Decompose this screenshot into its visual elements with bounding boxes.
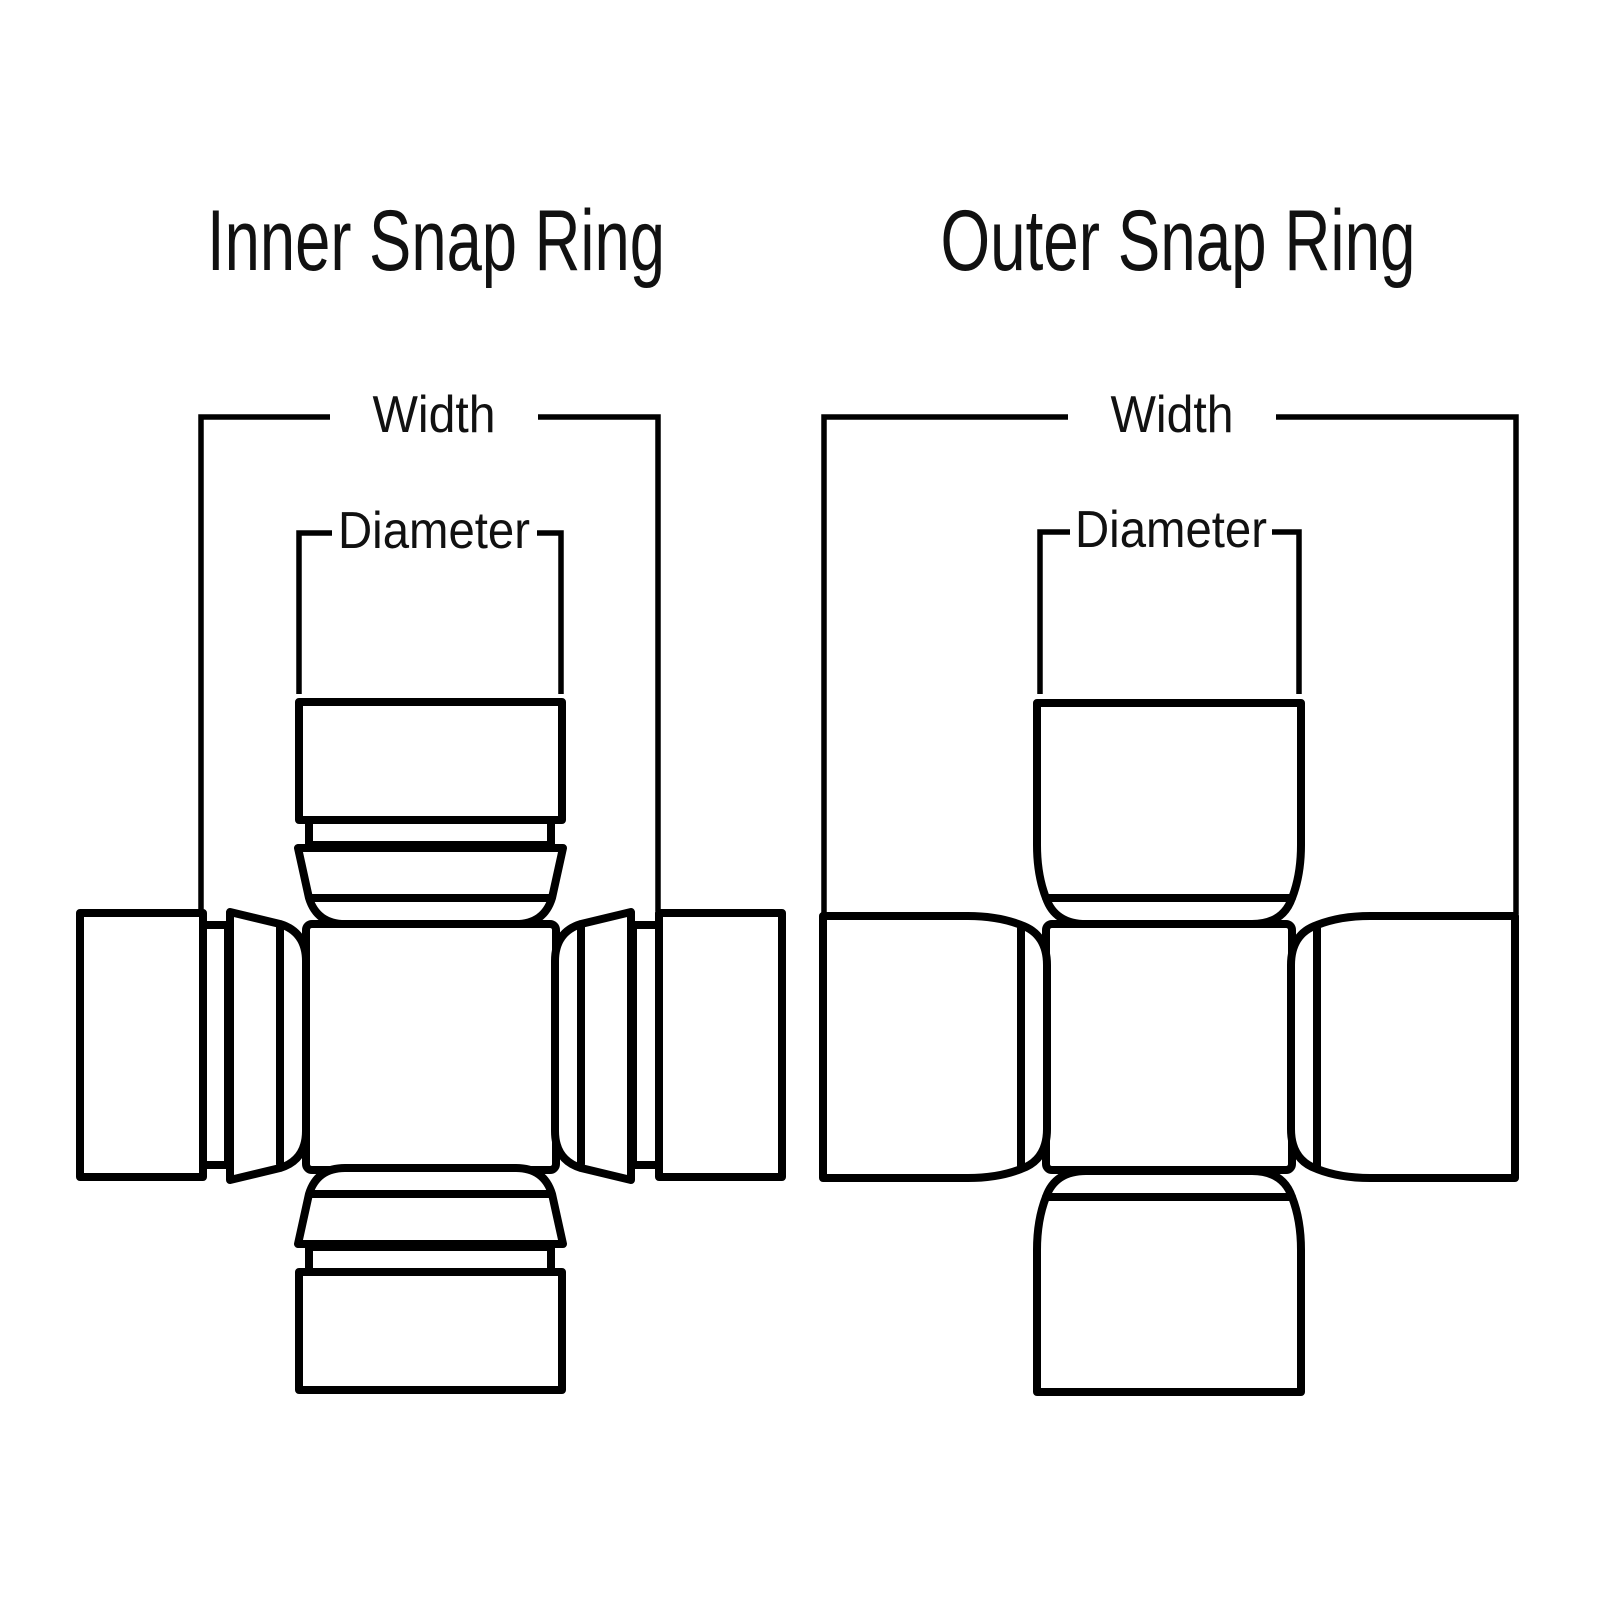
outer-left-arm (819, 912, 1051, 1182)
inner-diagram-title: Inner Snap Ring (207, 193, 665, 289)
outer-width-label: Width (1111, 386, 1234, 444)
bearing-cup (76, 909, 207, 1181)
snap-ring-groove (305, 818, 555, 849)
diameter-bracket-left-arm (1037, 529, 1070, 694)
seal-boot (226, 908, 310, 1184)
seal-boot (551, 908, 635, 1184)
seal-boot (294, 844, 567, 928)
inner-bottom-arm (294, 1164, 567, 1394)
inner-right-arm (551, 908, 786, 1184)
outer-center-body (1042, 920, 1296, 1174)
inner-width-label: Width (373, 386, 496, 444)
width-bracket-right-arm (1276, 414, 1519, 914)
bearing-cup (295, 698, 566, 824)
outer-diameter-dimension-bracket: Diameter (1037, 501, 1302, 694)
inner-center-body (302, 920, 560, 1174)
diameter-bracket-left-arm (296, 530, 332, 694)
outer-top-arm (1033, 699, 1305, 928)
bearing-cup (655, 909, 786, 1181)
bearing-cup (819, 912, 1051, 1182)
outer-diameter-label: Diameter (1075, 501, 1267, 559)
width-bracket-left-arm (821, 414, 1068, 914)
inner-width-dimension-bracket: Width (198, 386, 661, 911)
diameter-bracket-right-arm (537, 530, 564, 694)
diameter-bracket-right-arm (1272, 529, 1302, 694)
outer-width-dimension-bracket: Width (821, 386, 1519, 914)
outer-bottom-arm (1033, 1167, 1305, 1396)
outer-diagram-title: Outer Snap Ring (941, 193, 1416, 289)
outer-snap-ring-diagram: Outer Snap Ring Width Diameter (819, 193, 1519, 1396)
inner-diameter-dimension-bracket: Diameter (296, 502, 564, 694)
bearing-cup (1033, 1167, 1305, 1396)
seal-boot (294, 1164, 567, 1248)
inner-diameter-label: Diameter (338, 502, 530, 560)
snap-ring-groove (305, 1243, 555, 1274)
bearing-cup (295, 1268, 566, 1394)
width-bracket-right-arm (538, 414, 661, 911)
inner-top-arm (294, 698, 567, 928)
width-bracket-left-arm (198, 414, 330, 911)
inner-snap-ring-diagram: Inner Snap Ring Width Diameter (76, 193, 786, 1394)
bearing-cup (1033, 699, 1305, 928)
snap-ring-groove (201, 921, 232, 1169)
bearing-cup (1287, 912, 1519, 1182)
outer-right-arm (1287, 912, 1519, 1182)
inner-left-arm (76, 908, 310, 1184)
snap-ring-groove (629, 921, 661, 1169)
